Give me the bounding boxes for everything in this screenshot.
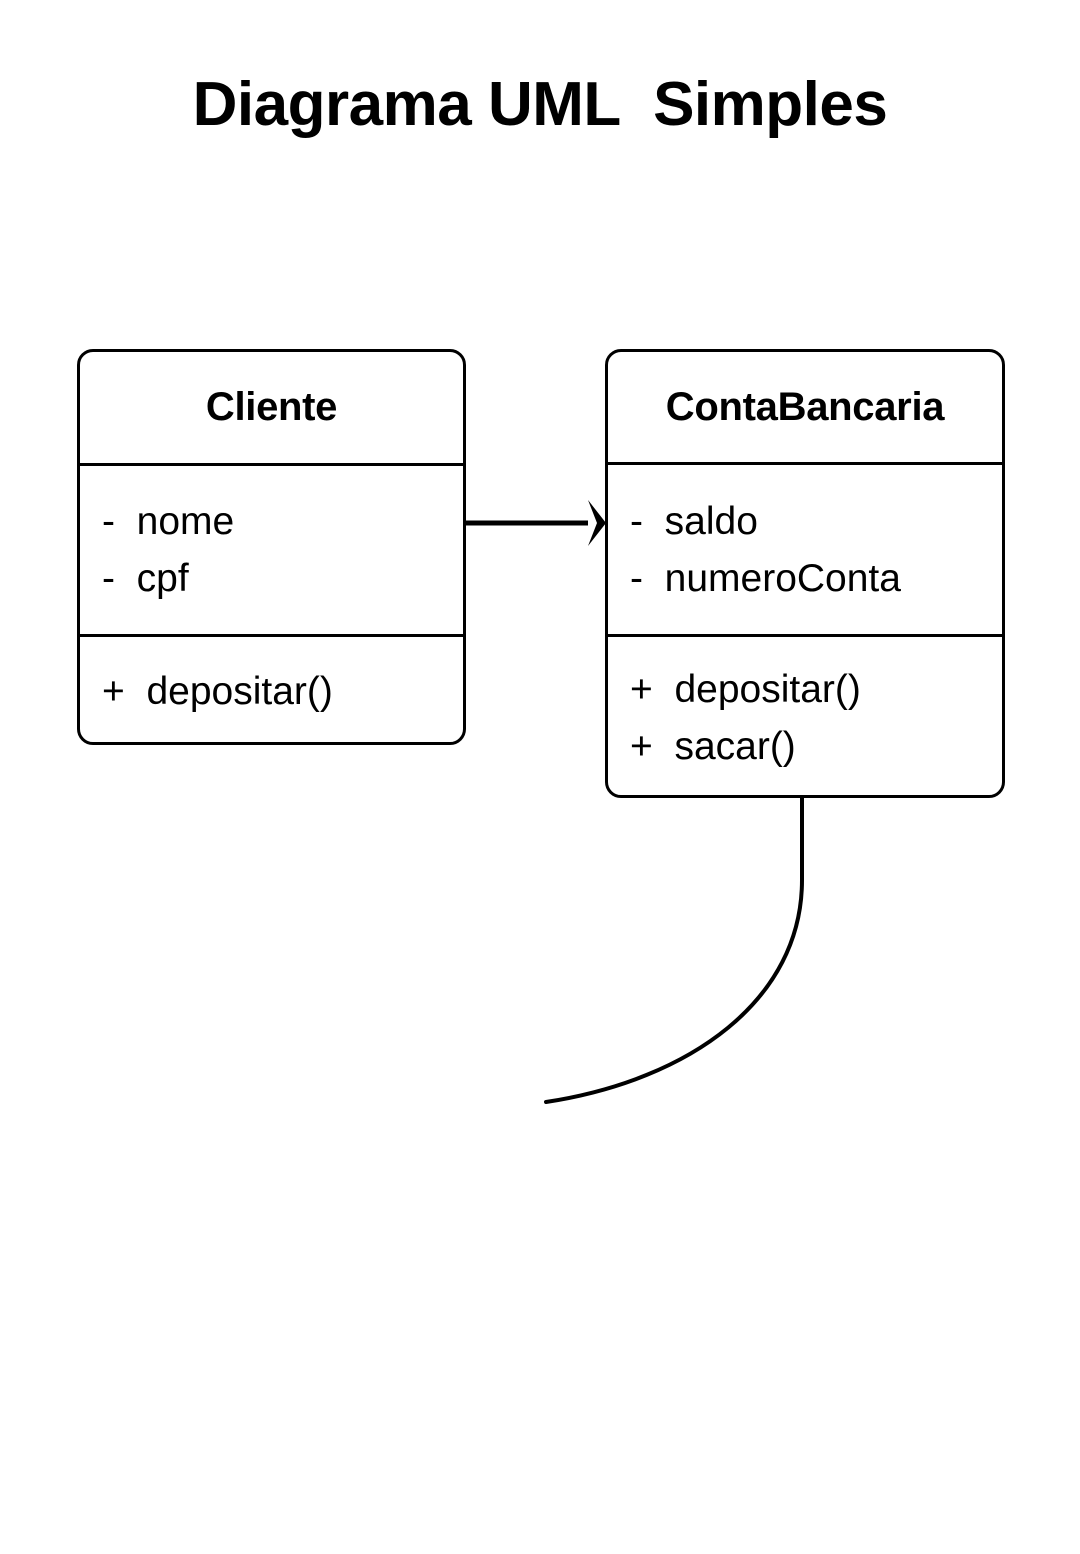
attribute-item: - numeroConta xyxy=(630,556,901,600)
page-title: Diagrama UML Simples xyxy=(192,70,888,139)
uml-class-contabancaria[interactable]: ContaBancaria - saldo - numeroConta + de… xyxy=(605,349,1005,798)
class-name-cliente: Cliente xyxy=(205,385,338,429)
trailing-curve-connector[interactable] xyxy=(544,796,804,1104)
operation-item: + depositar() xyxy=(630,667,861,711)
operation-item: + depositar() xyxy=(102,669,333,713)
attributes-compartment-cliente: - nome - cpf xyxy=(80,463,463,634)
attributes-compartment-contabancaria: - saldo - numeroConta xyxy=(608,462,1002,634)
operations-compartment-cliente: + depositar() xyxy=(80,634,463,742)
attribute-item: - cpf xyxy=(102,557,189,600)
operations-compartment-contabancaria: + depositar() + sacar() xyxy=(608,634,1002,795)
association-arrowhead-icon xyxy=(588,500,606,546)
operation-item: + sacar() xyxy=(630,724,796,768)
attribute-item: - saldo xyxy=(630,499,758,543)
attribute-item: - nome xyxy=(102,500,235,543)
association-arrow-cliente-contabancaria[interactable] xyxy=(466,500,606,546)
uml-class-cliente[interactable]: Cliente - nome - cpf + depositar() xyxy=(77,349,466,745)
class-name-contabancaria: ContaBancaria xyxy=(665,384,945,429)
